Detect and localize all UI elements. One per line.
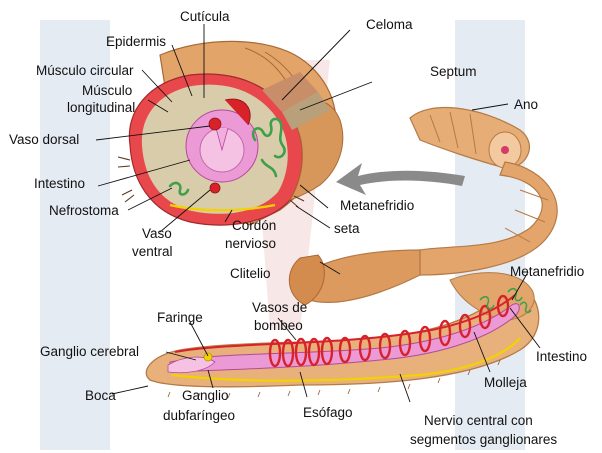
label-vaso: Vaso: [142, 226, 172, 241]
label-nervio-central: Nervio central con: [424, 413, 533, 428]
label-faringe: Faringe: [157, 310, 203, 325]
label-ganglio-cerebral: Ganglio cerebral: [40, 344, 139, 359]
label-musculo-circular: Músculo circular: [36, 63, 134, 78]
label-metanefridio-section: Metanefridio: [340, 198, 414, 213]
label-vaso-dorsal: Vaso dorsal: [9, 132, 79, 147]
label-intestino-body: Intestino: [536, 349, 587, 364]
label-epidermis: Epidermis: [106, 34, 166, 49]
label-longitudinal: longitudinal: [67, 100, 135, 115]
label-intestino-section: Intestino: [34, 176, 85, 191]
label-ganglio: Ganglio: [182, 388, 229, 403]
label-boca: Boca: [85, 388, 116, 403]
label-vasos-de: Vasos de: [252, 300, 307, 315]
label-dubfaringeo: dubfaríngeo: [163, 408, 235, 423]
label-nefrostoma: Nefrostoma: [49, 203, 119, 218]
label-metanefridio-body: Metanefridio: [510, 264, 584, 279]
label-bombeo: bombeo: [254, 318, 303, 333]
label-molleja: Molleja: [484, 375, 527, 390]
label-cuticula: Cutícula: [180, 9, 230, 24]
label-celoma: Celoma: [366, 17, 413, 32]
label-cordon: Cordón: [232, 218, 276, 233]
label-musculo: Músculo: [82, 83, 132, 98]
label-segmentos-ganglionares: segmentos ganglionares: [410, 432, 557, 447]
label-esofago: Esófago: [303, 405, 353, 420]
label-ventral: ventral: [132, 244, 173, 259]
cerebral-ganglion: [204, 353, 212, 361]
direction-arrow: [336, 163, 465, 195]
label-seta: seta: [334, 221, 360, 236]
label-ano: Ano: [514, 97, 538, 112]
label-clitelio: Clitelio: [230, 266, 271, 281]
label-nervioso: nervioso: [225, 236, 276, 251]
label-septum: Septum: [430, 64, 477, 79]
